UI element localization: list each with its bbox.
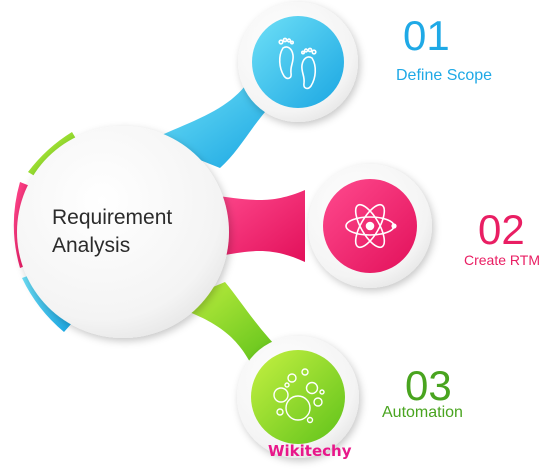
step-03-node — [237, 336, 359, 458]
step-02-number: 02 — [478, 206, 525, 253]
step-02-node — [308, 164, 432, 288]
step-01-node — [238, 2, 358, 122]
center-circle — [17, 126, 229, 338]
connector-magenta — [210, 190, 305, 262]
footprints-icon — [278, 37, 317, 90]
center-title: Requirement Analysis — [52, 204, 222, 260]
step-03-label: Automation — [382, 404, 463, 421]
atom-icon — [345, 203, 397, 249]
brand-watermark: Wikitechy — [268, 442, 352, 460]
step-03-number: 03 — [405, 362, 452, 409]
center-title-line1: Requirement — [52, 206, 173, 229]
step-01-number: 01 — [403, 12, 450, 59]
step-01-label: Define Scope — [396, 67, 493, 84]
bubbles-icon — [273, 368, 325, 424]
center-title-line2: Analysis — [52, 234, 131, 257]
step-02-label: Create RTM — [464, 252, 540, 268]
